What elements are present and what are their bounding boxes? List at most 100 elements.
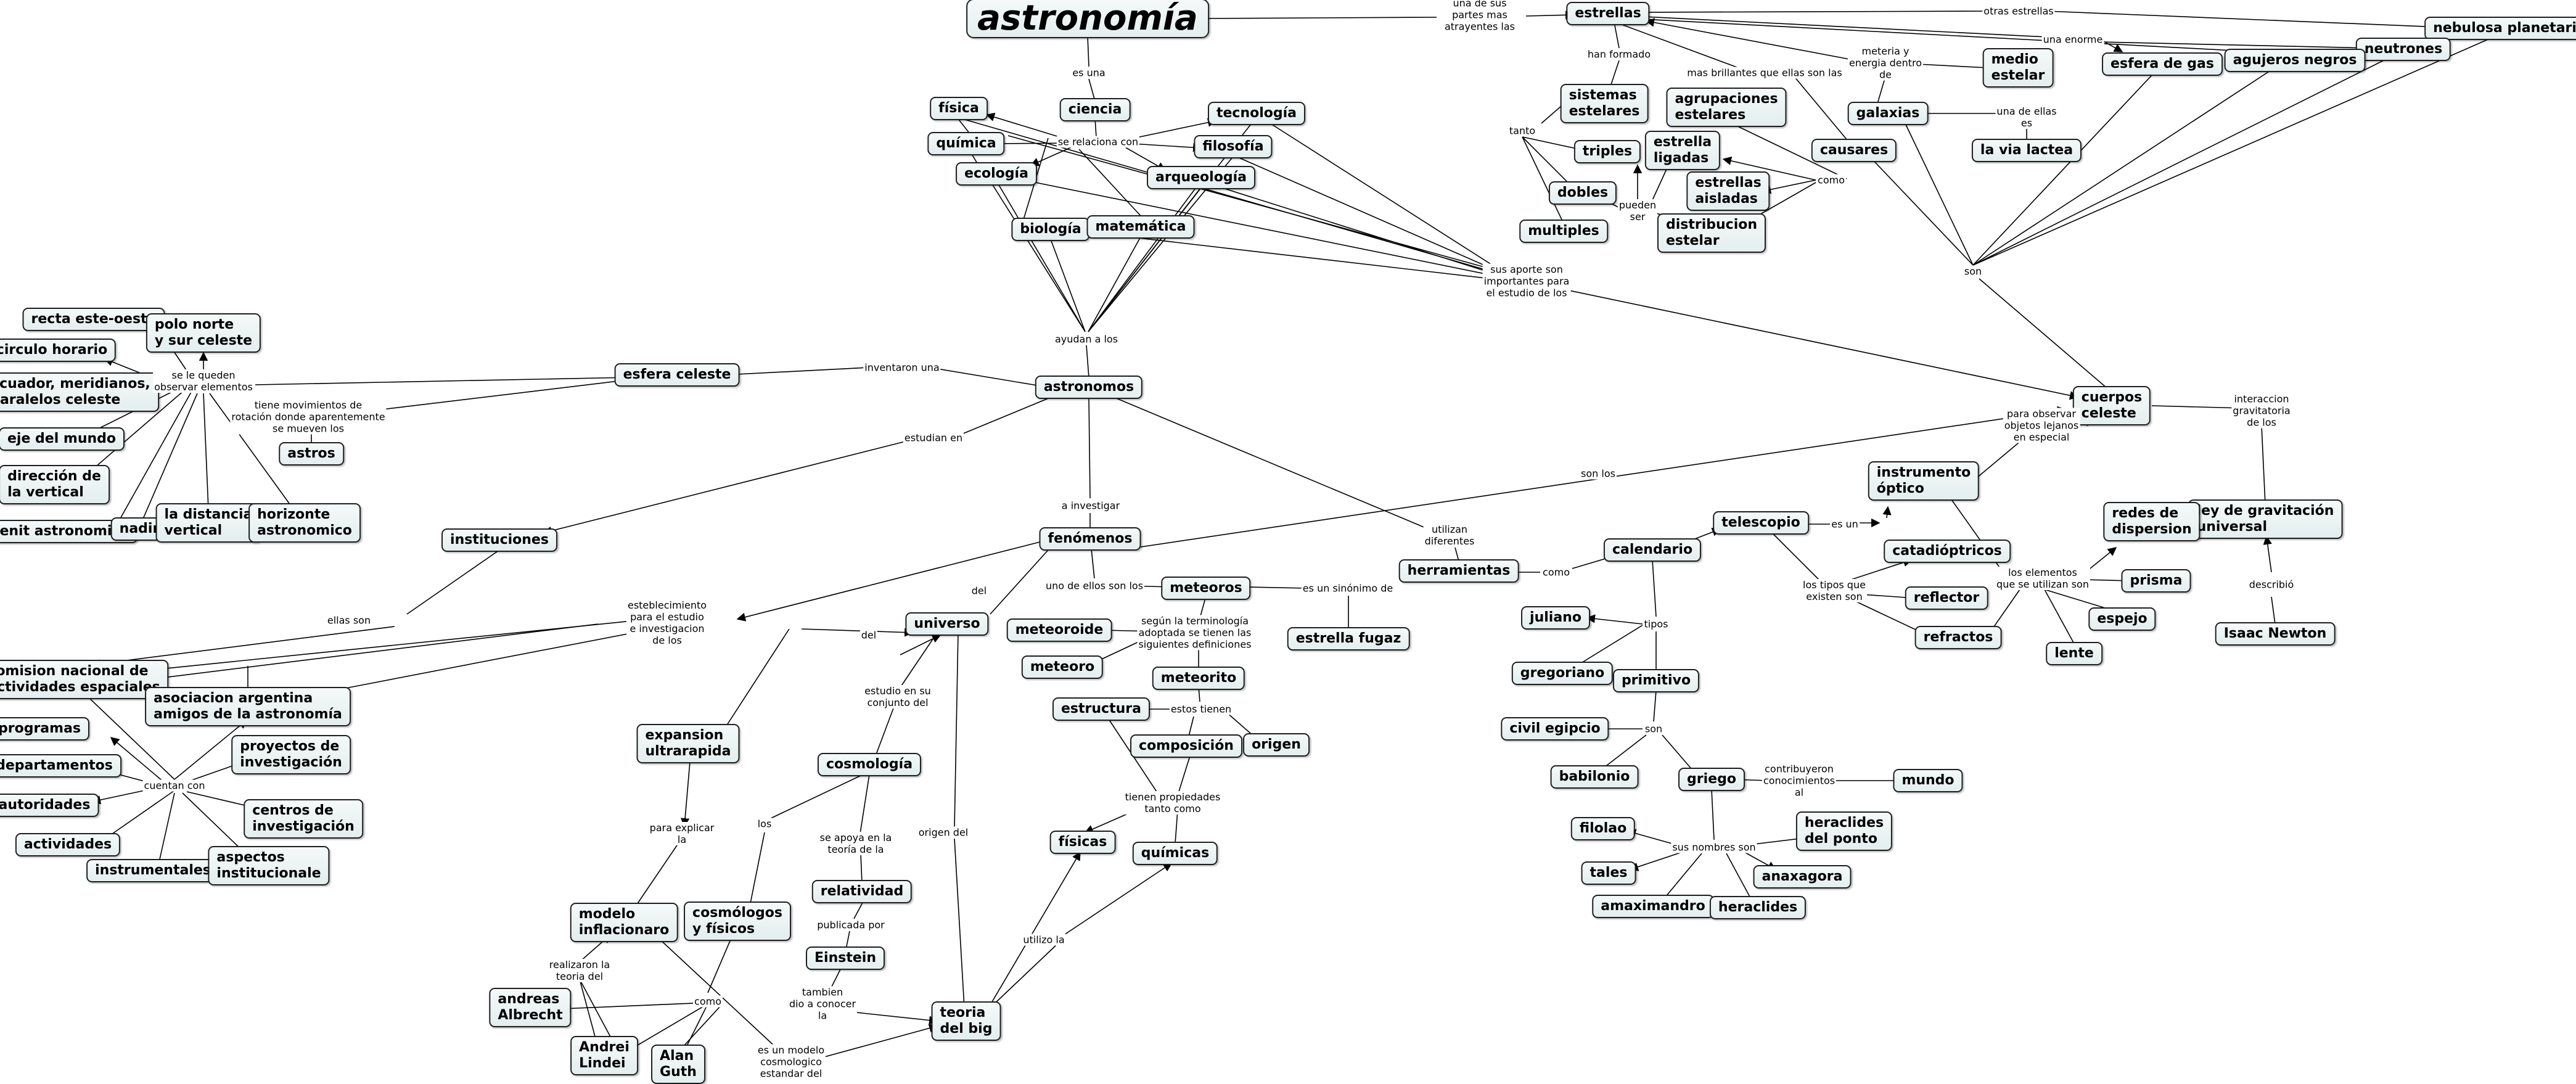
- node-matematica[interactable]: matemática: [1086, 215, 1195, 239]
- node-instrumento-optico[interactable]: instrumento óptico: [1868, 461, 1980, 501]
- node-centros-investigacion[interactable]: centros de investigación: [244, 799, 363, 839]
- link-label: sus nombres son: [1671, 841, 1757, 853]
- node-universo[interactable]: universo: [905, 612, 989, 636]
- node-multiples[interactable]: multiples: [1519, 220, 1608, 243]
- node-polo-norte[interactable]: polo norte y sur celeste: [146, 313, 261, 353]
- node-heraclides-del-ponto[interactable]: heraclides del ponto: [1795, 811, 1893, 851]
- node-refractos[interactable]: refractos: [1914, 626, 2002, 649]
- node-quimica[interactable]: química: [927, 132, 1005, 155]
- node-actividades[interactable]: actividades: [15, 833, 121, 856]
- node-meteoros[interactable]: meteoros: [1161, 577, 1251, 600]
- node-teoria-big[interactable]: teoria del big: [931, 1001, 1001, 1041]
- node-juliano[interactable]: juliano: [1521, 606, 1590, 630]
- node-meteoroide[interactable]: meteoroide: [1006, 618, 1112, 642]
- node-departamentos[interactable]: departamentos: [0, 754, 121, 778]
- node-alan-guth[interactable]: Alan Guth: [651, 1045, 705, 1084]
- node-griego[interactable]: griego: [1678, 768, 1745, 791]
- node-meteoro[interactable]: meteoro: [1021, 655, 1104, 679]
- node-proyectos-investigacion[interactable]: proyectos de investigación: [231, 735, 351, 774]
- node-agrupaciones-estelares[interactable]: agrupaciones estelares: [1666, 88, 1787, 127]
- node-mundo[interactable]: mundo: [1893, 769, 1963, 792]
- node-primitivo[interactable]: primitivo: [1612, 669, 1700, 692]
- node-origen[interactable]: origen: [1243, 733, 1310, 757]
- node-herramientas[interactable]: herramientas: [1398, 559, 1519, 583]
- node-circulo-horario[interactable]: circulo horario: [0, 339, 117, 362]
- node-estrellas[interactable]: estrellas: [1566, 2, 1650, 25]
- node-isaac-newton[interactable]: Isaac Newton: [2215, 622, 2336, 646]
- node-estructura[interactable]: estructura: [1052, 697, 1150, 721]
- node-distancia-vertical[interactable]: la distancia vertical: [155, 503, 261, 543]
- node-estrella-ligadas[interactable]: estrella ligadas: [1644, 131, 1721, 170]
- node-aspectos-institucionales[interactable]: aspectos institucionale: [208, 846, 330, 885]
- node-heraclides[interactable]: heraclides: [1709, 896, 1807, 919]
- node-ley-gravitacion[interactable]: ley de gravitación universal: [2188, 499, 2343, 539]
- node-filosofia[interactable]: filosofía: [1194, 135, 1273, 158]
- node-causares[interactable]: causares: [1811, 139, 1897, 162]
- node-esfera-celeste[interactable]: esfera celeste: [614, 363, 740, 387]
- node-andreas-albrecht[interactable]: andreas Albrecht: [489, 988, 572, 1027]
- link-label: mas brillantes que ellas son las: [1686, 67, 1844, 79]
- node-redes-dispersion[interactable]: redes de dispersion: [2103, 502, 2201, 541]
- node-meteorito[interactable]: meteorito: [1152, 667, 1245, 690]
- node-expansion-ultrarapida[interactable]: expansion ultrarapida: [636, 724, 740, 763]
- node-composicion[interactable]: composición: [1130, 734, 1242, 758]
- node-horizonte-astronomico[interactable]: horizonte astronomico: [248, 503, 361, 543]
- node-astros[interactable]: astros: [279, 442, 344, 466]
- node-ecuador-meridianos[interactable]: ecuador, meridianos, paralelos celeste: [0, 372, 159, 412]
- node-arqueologia[interactable]: arqueología: [1147, 166, 1255, 189]
- node-ciencia[interactable]: ciencia: [1059, 98, 1131, 121]
- node-distribucion-estelar[interactable]: distribucion estelar: [1657, 213, 1766, 253]
- node-fisica[interactable]: física: [930, 97, 988, 120]
- node-medio-estelar[interactable]: medio estelar: [1982, 48, 2054, 88]
- node-lente[interactable]: lente: [2046, 642, 2102, 665]
- node-eje-del-mundo[interactable]: eje del mundo: [0, 427, 125, 451]
- node-asociacion-argentina[interactable]: asociacion argentina amigos de la astron…: [145, 687, 351, 726]
- node-calendario[interactable]: calendario: [1603, 538, 1702, 562]
- node-galaxias[interactable]: galaxias: [1847, 102, 1929, 125]
- node-fisicas[interactable]: físicas: [1049, 831, 1116, 854]
- node-quimicas[interactable]: químicas: [1132, 842, 1218, 865]
- node-cosmologia[interactable]: cosmología: [817, 753, 922, 776]
- node-fenomenos[interactable]: fenómenos: [1039, 527, 1141, 551]
- node-ecologia[interactable]: ecología: [956, 162, 1037, 186]
- node-autoridades[interactable]: autoridades: [0, 794, 99, 817]
- node-catadioptricos[interactable]: catadióptricos: [1884, 540, 2011, 563]
- node-prisma[interactable]: prisma: [2121, 569, 2191, 593]
- node-cuerpos-celestes[interactable]: cuerpos celeste: [2072, 386, 2151, 425]
- node-comision-nacional[interactable]: comision nacional de actividades espacia…: [0, 660, 169, 699]
- node-amaximandro[interactable]: amaximandro: [1592, 895, 1714, 918]
- node-esfera-de-gas[interactable]: esfera de gas: [2102, 52, 2223, 76]
- node-modelo-inflacionaro[interactable]: modelo inflacionaro: [570, 903, 678, 942]
- node-triples[interactable]: triples: [1573, 140, 1641, 163]
- node-reflector[interactable]: reflector: [1905, 586, 1988, 610]
- node-espejo[interactable]: espejo: [2088, 607, 2156, 631]
- node-instituciones[interactable]: instituciones: [441, 528, 557, 552]
- node-via-lactea[interactable]: la via lactea: [1971, 139, 2082, 162]
- node-relatividad[interactable]: relatividad: [811, 880, 913, 903]
- node-recta-este-oeste[interactable]: recta este-oeste: [22, 308, 165, 331]
- node-sistemas-estelares[interactable]: sistemas estelares: [1560, 84, 1649, 123]
- node-dobles[interactable]: dobles: [1548, 181, 1617, 205]
- node-astronomia[interactable]: astronomía: [966, 0, 1209, 38]
- node-programas[interactable]: programas: [0, 717, 90, 741]
- node-estrellas-aisladas[interactable]: estrellas aisladas: [1686, 171, 1770, 211]
- node-cosmologos-fisicos[interactable]: cosmólogos y físicos: [684, 901, 791, 941]
- node-anaxagora[interactable]: anaxagora: [1753, 865, 1852, 889]
- node-filolao[interactable]: filolao: [1570, 817, 1636, 840]
- node-babilonio[interactable]: babilonio: [1550, 765, 1639, 789]
- node-direccion-vertical[interactable]: dirección de la vertical: [0, 465, 110, 504]
- node-civil-egipcio[interactable]: civil egipcio: [1501, 717, 1609, 741]
- node-tales[interactable]: tales: [1581, 861, 1636, 885]
- node-nebulosa-planetaria[interactable]: nebulosa planetaria: [2424, 17, 2576, 40]
- node-astronomos[interactable]: astronomos: [1035, 376, 1143, 399]
- node-tecnologia[interactable]: tecnología: [1207, 102, 1306, 125]
- node-agujeros-negros[interactable]: agujeros negros: [2224, 49, 2366, 72]
- node-instrumentales[interactable]: instrumentales: [86, 859, 219, 882]
- node-andrei-lindei[interactable]: Andrei Lindei: [570, 1036, 638, 1075]
- node-telescopio[interactable]: telescopio: [1713, 511, 1809, 535]
- node-einstein[interactable]: Einstein: [806, 946, 885, 970]
- node-neutrones[interactable]: neutrones: [2355, 38, 2451, 61]
- node-estrella-fugaz[interactable]: estrella fugaz: [1287, 627, 1410, 651]
- node-biologia[interactable]: biología: [1011, 218, 1090, 241]
- node-gregoriano[interactable]: gregoriano: [1511, 662, 1614, 685]
